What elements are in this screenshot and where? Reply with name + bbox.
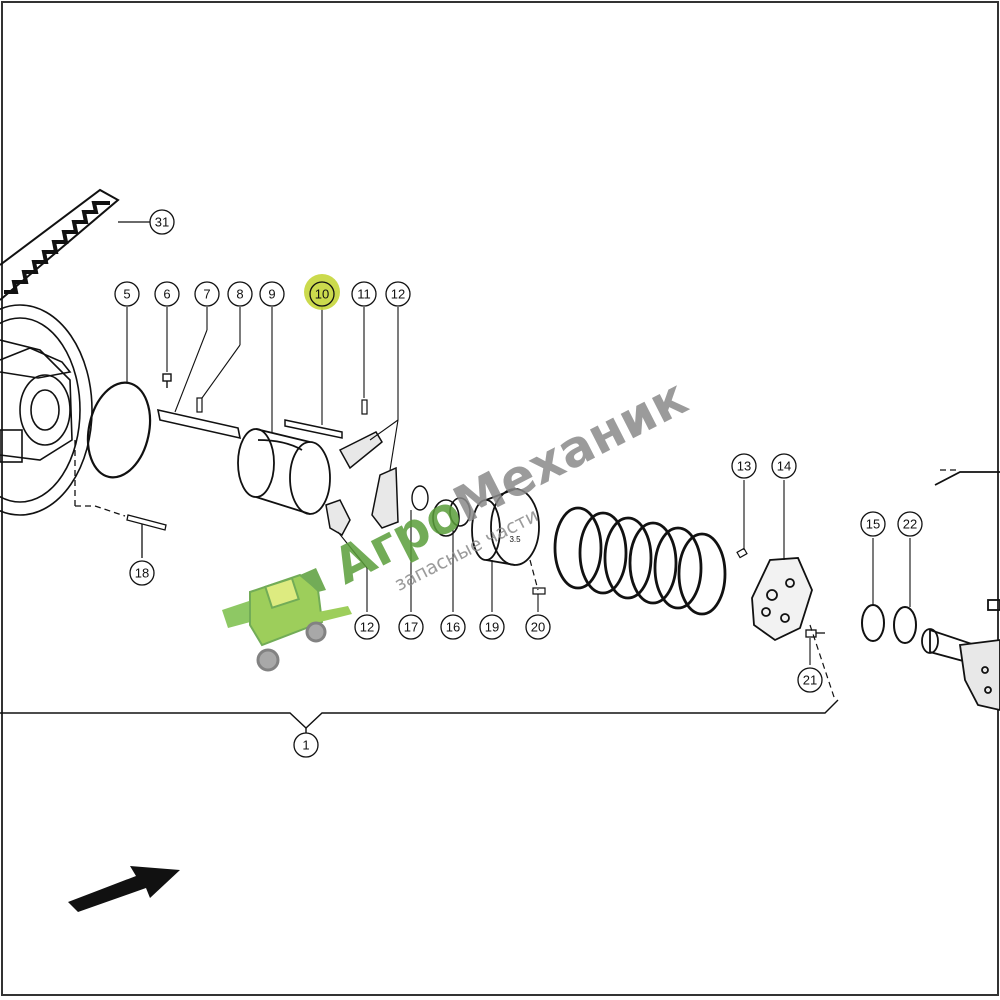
- svg-text:13: 13: [737, 459, 751, 474]
- svg-text:8: 8: [236, 287, 243, 302]
- callout-18: 18: [129, 560, 155, 586]
- callout-16: 16: [440, 614, 466, 640]
- svg-text:5: 5: [123, 287, 130, 302]
- callout-31: 31: [149, 209, 175, 235]
- callout-14: 14: [771, 453, 797, 479]
- part-21-bolt: [805, 629, 825, 638]
- callout-5: 5: [114, 281, 140, 307]
- combine-harvester-icon: [222, 568, 352, 672]
- part-7-bar: [156, 408, 242, 440]
- svg-text:7: 7: [203, 287, 210, 302]
- callout-15: 15: [860, 511, 886, 537]
- svg-text:17: 17: [404, 620, 418, 635]
- svg-text:12: 12: [391, 287, 405, 302]
- part-15-ring: [861, 604, 885, 642]
- svg-text:21: 21: [803, 673, 817, 688]
- part-11-pin: [361, 399, 368, 415]
- callout-11: 11: [351, 281, 377, 307]
- svg-text:10: 10: [315, 287, 329, 302]
- part-16-ring: [432, 497, 471, 537]
- callout-9: 9: [259, 281, 285, 307]
- svg-text:20: 20: [531, 620, 545, 635]
- callout-12-bottom: 12: [354, 614, 380, 640]
- callout-8: 8: [227, 281, 253, 307]
- callout-6: 6: [154, 281, 180, 307]
- svg-text:3.5: 3.5: [509, 535, 521, 544]
- svg-text:6: 6: [163, 287, 170, 302]
- part-17-clip: [411, 485, 429, 511]
- part-18-pin: [74, 440, 167, 558]
- part-8-pin: [196, 397, 203, 413]
- part-5-ring: [86, 381, 152, 479]
- svg-text:1: 1: [302, 738, 309, 753]
- part-12-shoes: [325, 431, 399, 537]
- dashed-guide-lines: [529, 469, 960, 701]
- part-6-bolt: [162, 373, 172, 388]
- leader-lines: [126, 307, 911, 665]
- arrow-right-icon: [68, 866, 180, 912]
- svg-text:19: 19: [485, 620, 499, 635]
- svg-text:16: 16: [446, 620, 460, 635]
- compression-spring: [553, 506, 727, 616]
- shaft-assembly: [921, 471, 1000, 711]
- callout-20: 20: [525, 614, 551, 640]
- callout-10-highlighted: 10: [304, 274, 340, 310]
- svg-text:22: 22: [903, 517, 917, 532]
- svg-text:14: 14: [777, 459, 791, 474]
- callout-21: 21: [797, 667, 823, 693]
- svg-text:12: 12: [360, 620, 374, 635]
- callout-7: 7: [194, 281, 220, 307]
- callout-12-top: 12: [385, 281, 411, 307]
- pulley-hub: [0, 304, 93, 516]
- part-13-bolt: [736, 547, 748, 559]
- callout-17: 17: [398, 614, 424, 640]
- svg-text:9: 9: [268, 287, 275, 302]
- callout-22: 22: [897, 511, 923, 537]
- part-20-pin: [532, 587, 546, 595]
- svg-text:31: 31: [155, 215, 169, 230]
- svg-text:18: 18: [135, 566, 149, 581]
- callout-19: 19: [479, 614, 505, 640]
- part-19-cylinder: 3.5: [471, 488, 540, 566]
- svg-text:15: 15: [866, 517, 880, 532]
- part-10-bar: [284, 419, 343, 439]
- assembly-bracket: [0, 699, 839, 733]
- drive-belt: [0, 188, 150, 301]
- part-14-flange: [751, 557, 813, 642]
- callout-1: 1: [293, 732, 319, 758]
- svg-text:11: 11: [357, 287, 371, 302]
- part-22-ring: [893, 606, 917, 644]
- part-9-bushing: [237, 428, 331, 515]
- callout-13: 13: [731, 453, 757, 479]
